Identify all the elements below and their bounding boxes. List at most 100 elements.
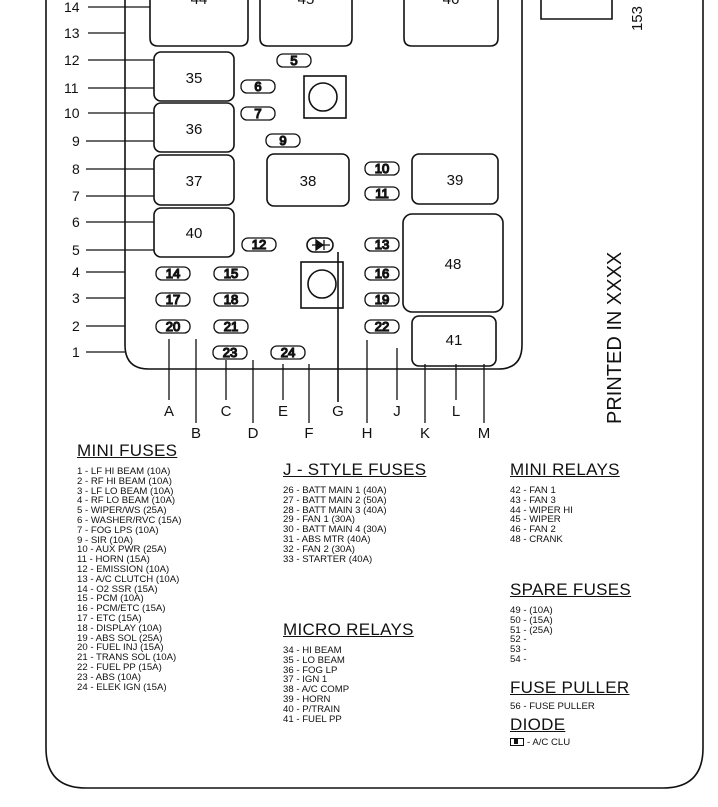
relay-40-label: 40 bbox=[186, 225, 203, 242]
left-label: 10 bbox=[64, 105, 80, 121]
legend-item: 16 - PCM/ETC (15A) bbox=[77, 603, 166, 615]
relay-48 bbox=[402, 213, 504, 313]
legend-item: 35 - LO BEAM bbox=[283, 654, 345, 666]
diode-body bbox=[306, 237, 334, 253]
left-label: 2 bbox=[72, 318, 80, 334]
legend-item: 10 - AUX PWR (25A) bbox=[77, 544, 167, 556]
legend-item: 2 - RF HI BEAM (10A) bbox=[77, 475, 172, 487]
legend-item: 5 - WIPER/WS (25A) bbox=[77, 505, 167, 517]
bottom-label: L bbox=[452, 403, 460, 420]
fuse-5-outline bbox=[276, 53, 312, 68]
fuse-16-outline bbox=[364, 266, 400, 281]
relay-46-label: 46 bbox=[443, 0, 460, 8]
fuse-9-outline bbox=[265, 133, 301, 148]
bottom-label: H bbox=[362, 425, 373, 442]
legend-item: 27 - BATT MAIN 2 (50A) bbox=[283, 494, 387, 506]
j-style-fuses-legend: J - STYLE FUSES 26 - BATT MAIN 1 (40A)27… bbox=[283, 460, 483, 564]
micro-relays-title: MICRO RELAYS bbox=[283, 620, 414, 639]
relay-44 bbox=[149, 0, 249, 47]
diode-legend-icon bbox=[510, 738, 524, 747]
legend-item: 26 - BATT MAIN 1 (40A) bbox=[283, 485, 387, 496]
left-label: 3 bbox=[72, 290, 80, 306]
legend-item: 13 - A/C CLUTCH (10A) bbox=[77, 573, 180, 585]
legend-item: 14 - O2 SSR (15A) bbox=[77, 583, 158, 595]
bottom-label: J bbox=[393, 403, 401, 420]
fuse-14-label: 14 bbox=[166, 266, 180, 281]
connector-circle-upper bbox=[308, 82, 338, 112]
relay-36 bbox=[153, 102, 235, 153]
legend-item: 40 - P/TRAIN bbox=[283, 703, 341, 715]
legend-item: 12 - EMISSION (10A) bbox=[77, 563, 170, 575]
j-style-fuses-title: J - STYLE FUSES bbox=[283, 460, 427, 479]
relay-40 bbox=[153, 207, 235, 258]
mini-fuses-list: 1 - LF HI BEAM (10A)2 - RF HI BEAM (10A)… bbox=[77, 467, 267, 692]
fuse-puller-list: 56 - FUSE PULLER bbox=[510, 702, 690, 712]
legend-item: 52 - bbox=[510, 634, 527, 646]
fuse-5-label: 5 bbox=[290, 53, 297, 68]
fuse-11-label: 11 bbox=[375, 186, 389, 201]
legend-item: 43 - FAN 3 bbox=[510, 494, 556, 506]
mini-relays-title: MINI RELAYS bbox=[510, 460, 620, 479]
fuse-6-outline bbox=[240, 79, 276, 94]
relay-38 bbox=[266, 153, 350, 207]
legend-item: 41 - FUEL PP bbox=[283, 713, 342, 725]
legend-item: 48 - CRANK bbox=[510, 533, 563, 545]
spare-fuses-legend: SPARE FUSES 49 - (10A)50 - (15A)51 - (25… bbox=[510, 580, 690, 665]
fuse-9-label: 9 bbox=[279, 133, 286, 148]
legend-item: 42 - FAN 1 bbox=[510, 485, 556, 496]
fuse-19-outline bbox=[364, 292, 400, 307]
fuse-15-label: 15 bbox=[224, 266, 238, 281]
left-label: 6 bbox=[72, 214, 80, 230]
relay-46 bbox=[403, 0, 499, 47]
fuse-6-label: 6 bbox=[254, 79, 261, 94]
left-label: 5 bbox=[72, 242, 80, 258]
inner-box bbox=[124, 0, 523, 370]
legend-item: 23 - ABS (10A) bbox=[77, 671, 141, 683]
fuse-13-outline bbox=[364, 237, 400, 252]
left-label: 9 bbox=[72, 133, 80, 149]
legend-item: 39 - HORN bbox=[283, 693, 331, 705]
legend-item: 7 - FOG LPS (10A) bbox=[77, 524, 159, 536]
relay-44-label: 44 bbox=[191, 0, 208, 8]
fuse-17-outline bbox=[155, 292, 191, 307]
diode-legend-label: - A/C CLU bbox=[527, 737, 571, 748]
legend-item: 53 - bbox=[510, 644, 527, 656]
legend-item: 15 - PCM (10A) bbox=[77, 593, 144, 605]
relay-36-label: 36 bbox=[186, 121, 203, 138]
relay-35-label: 35 bbox=[186, 70, 203, 87]
fuse-21-label: 21 bbox=[224, 319, 238, 334]
fuse-11-outline bbox=[364, 186, 400, 201]
fuse-17-label: 17 bbox=[166, 292, 180, 307]
legend-item: 37 - IGN 1 bbox=[283, 674, 328, 686]
relay-45 bbox=[259, 0, 353, 47]
side-code: 153 bbox=[629, 6, 646, 31]
fuse-10-label: 10 bbox=[375, 161, 389, 176]
relay-37 bbox=[153, 154, 235, 206]
diode-title: DIODE bbox=[510, 715, 566, 734]
legend-item: 28 - BATT MAIN 3 (40A) bbox=[283, 504, 387, 516]
spare-fuses-list: 49 - (10A)50 - (15A)51 - (25A)52 -53 -54… bbox=[510, 606, 690, 665]
relay-35 bbox=[153, 51, 235, 102]
diode-legend-item: - A/C CLU bbox=[510, 738, 690, 748]
legend-item: 18 - DISPLAY (10A) bbox=[77, 622, 162, 634]
legend-item: 44 - WIPER HI bbox=[510, 504, 573, 516]
legend-item: 1 - LF HI BEAM (10A) bbox=[77, 466, 171, 477]
fuse-puller-legend: FUSE PULLER 56 - FUSE PULLER bbox=[510, 678, 690, 712]
connector-square-lower bbox=[300, 261, 344, 309]
bottom-label: D bbox=[248, 425, 259, 442]
relay-38-label: 38 bbox=[300, 173, 317, 190]
legend-item: 33 - STARTER (40A) bbox=[283, 553, 373, 565]
fuse-20-outline bbox=[155, 319, 191, 334]
bottom-label: F bbox=[304, 425, 313, 442]
legend-item: 36 - FOG LP bbox=[283, 664, 338, 676]
legend-item: 54 - bbox=[510, 653, 527, 665]
relay-45-label: 45 bbox=[298, 0, 315, 8]
fuse-7-label: 7 bbox=[254, 106, 261, 121]
fuse-15-outline bbox=[213, 266, 249, 281]
fuse-10-outline bbox=[364, 161, 400, 176]
legend-item: 30 - BATT MAIN 4 (30A) bbox=[283, 524, 387, 536]
legend-item: 50 - (15A) bbox=[510, 614, 553, 626]
